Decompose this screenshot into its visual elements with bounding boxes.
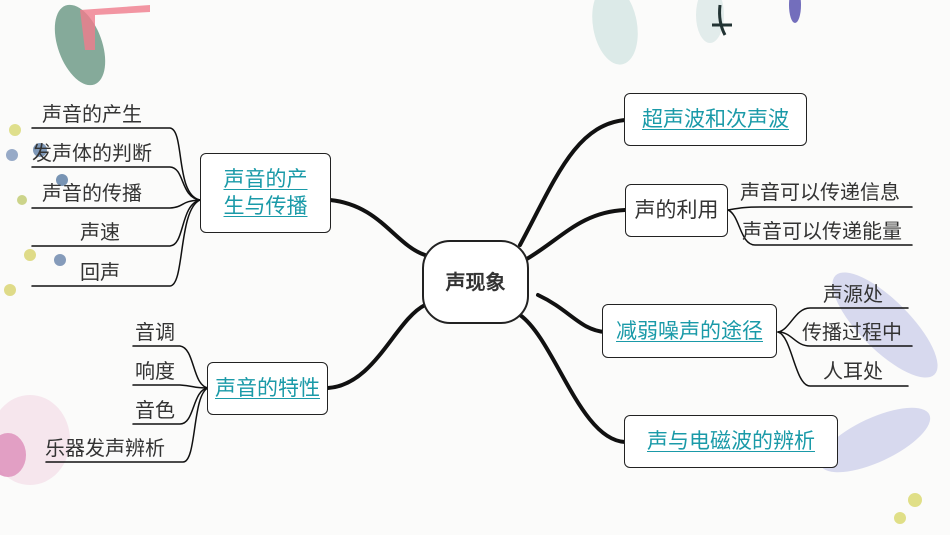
- branch-sound-uses[interactable]: 声的利用: [625, 184, 728, 237]
- branch-label-line1: 声音的产: [223, 167, 308, 191]
- leaf-during-propagation[interactable]: 传播过程中: [802, 320, 902, 344]
- branch-ultrasound-infrasound[interactable]: 超声波和次声波: [624, 93, 807, 146]
- branch-label: 超声波和次声波: [642, 107, 789, 131]
- leaf-sound-transmits-energy[interactable]: 声音可以传递能量: [742, 219, 902, 243]
- leaf-timbre[interactable]: 音色: [135, 398, 175, 422]
- leaf-at-ear[interactable]: 人耳处: [823, 359, 883, 383]
- branch-sound-vs-electromagnetic[interactable]: 声与电磁波的辨析: [624, 415, 838, 468]
- branch-sound-characteristics[interactable]: 声音的特性: [207, 362, 328, 415]
- branch-label: 声的利用: [634, 198, 719, 222]
- leaf-sounding-body-judgement[interactable]: 发声体的判断: [32, 141, 152, 165]
- leaf-sound-production[interactable]: 声音的产生: [42, 102, 142, 126]
- leaf-at-source[interactable]: 声源处: [823, 282, 883, 306]
- leaf-loudness[interactable]: 响度: [135, 359, 175, 383]
- center-node-label: 声现象: [445, 269, 506, 294]
- branch-label: 声与电磁波的辨析: [647, 429, 815, 453]
- branch-sound-production-propagation[interactable]: 声音的产 生与传播: [200, 153, 331, 233]
- branch-label: 减弱噪声的途径: [616, 318, 763, 343]
- leaf-sound-speed[interactable]: 声速: [80, 220, 120, 244]
- leaf-sound-propagation[interactable]: 声音的传播: [42, 181, 142, 205]
- leaf-sound-transmits-information[interactable]: 声音可以传递信息: [740, 180, 900, 204]
- leaf-echo[interactable]: 回声: [80, 260, 120, 284]
- center-node[interactable]: 声现象: [422, 240, 529, 324]
- leaf-pitch[interactable]: 音调: [135, 320, 175, 344]
- branch-label: 声音的特性: [215, 376, 320, 400]
- leaf-instrument-sound-analysis[interactable]: 乐器发声辨析: [45, 436, 165, 460]
- branch-label-line2: 生与传播: [223, 194, 308, 218]
- branch-noise-reduction-methods[interactable]: 减弱噪声的途径: [602, 304, 777, 358]
